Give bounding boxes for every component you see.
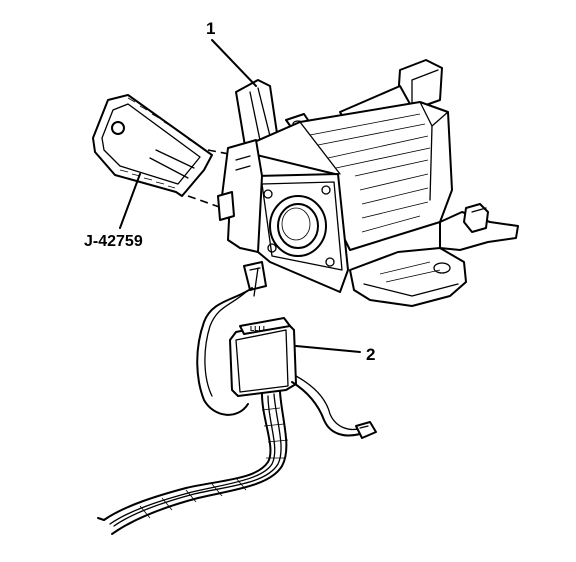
alignment-lines — [187, 149, 251, 211]
callout-2-label: 2 — [366, 345, 375, 364]
callout-2: 2 — [295, 345, 375, 364]
tool-label: J-42759 — [84, 233, 143, 250]
module-label: LLLL — [250, 326, 268, 333]
callout-1: 1 — [206, 19, 257, 87]
tool-j42759 — [92, 94, 213, 197]
callout-tool: J-42759 — [84, 173, 143, 250]
part-2-module: LLLL — [97, 267, 377, 535]
part-1-housing — [217, 59, 519, 307]
callout-1-label: 1 — [206, 19, 215, 38]
